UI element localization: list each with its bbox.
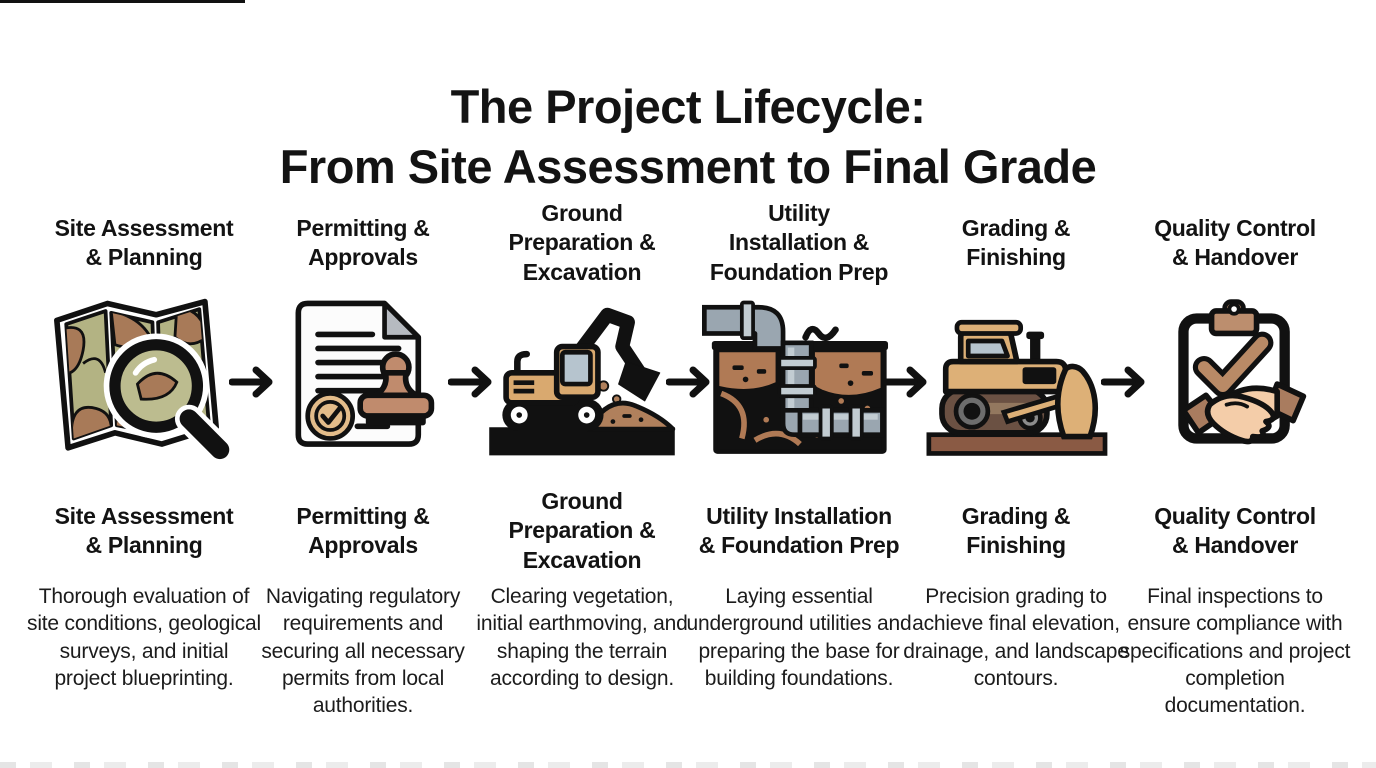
excavator-icon [473, 293, 691, 463]
topographic-map-magnifier-icon [35, 293, 253, 463]
right-arrow-icon [228, 363, 277, 401]
crop-artifact-bar [0, 0, 245, 3]
bulldozer-icon [907, 293, 1125, 463]
stage-bottom-label: Site Assessment & Planning [54, 502, 234, 558]
stage-utility-installation: Utility Installation & Foundation Prep [687, 193, 912, 692]
stage-bottom-label: Ground Preparation & Excavation [508, 487, 656, 573]
stage-ground-preparation: Ground Preparation & Excavation [473, 193, 691, 692]
page-title: The Project Lifecycle: From Site Assessm… [279, 80, 1097, 194]
right-arrow-icon [665, 363, 714, 401]
stage-top-label: Quality Control & Handover [1154, 214, 1316, 270]
cropped-text-artifact [0, 762, 1376, 768]
stamped-document-icon [254, 293, 472, 463]
clipboard-handshake-icon [1126, 293, 1344, 463]
right-arrow-icon [1100, 363, 1149, 401]
right-arrow-icon [447, 363, 496, 401]
underground-pipes-icon [690, 293, 908, 463]
stage-bottom-label: Quality Control & Handover [1154, 502, 1316, 558]
stage-top-label: Grading & Finishing [961, 214, 1071, 270]
stage-grading-finishing: Grading & Finishing Gra [903, 193, 1129, 692]
stage-top-label: Ground Preparation & Excavation [508, 199, 656, 285]
stage-top-label: Permitting & Approvals [296, 214, 430, 270]
stage-description: Laying essential underground utilities a… [686, 585, 912, 690]
stage-description: Navigating regulatory requirements and s… [261, 585, 465, 718]
stage-description: Thorough evaluation of site conditions, … [27, 585, 261, 690]
stage-bottom-label: Permitting & Approvals [296, 502, 430, 558]
stage-description: Precision grading to achieve final eleva… [903, 585, 1129, 690]
stage-description: Clearing vegetation, initial earthmoving… [476, 585, 688, 690]
stage-permitting: Permitting & Approvals Permittin [254, 193, 472, 719]
stage-site-assessment: Site Assessment & Planning [27, 193, 261, 692]
right-arrow-icon [882, 363, 931, 401]
stage-top-label: Site Assessment & Planning [54, 214, 234, 270]
stage-bottom-label: Utility Installation & Foundation Prep [698, 502, 900, 558]
stage-top-label: Utility Installation & Foundation Prep [709, 199, 889, 285]
stage-bottom-label: Grading & Finishing [961, 502, 1071, 558]
stage-description: Final inspections to ensure compliance w… [1119, 585, 1351, 718]
stage-quality-control: Quality Control & Handover Quality Contr… [1120, 193, 1351, 719]
